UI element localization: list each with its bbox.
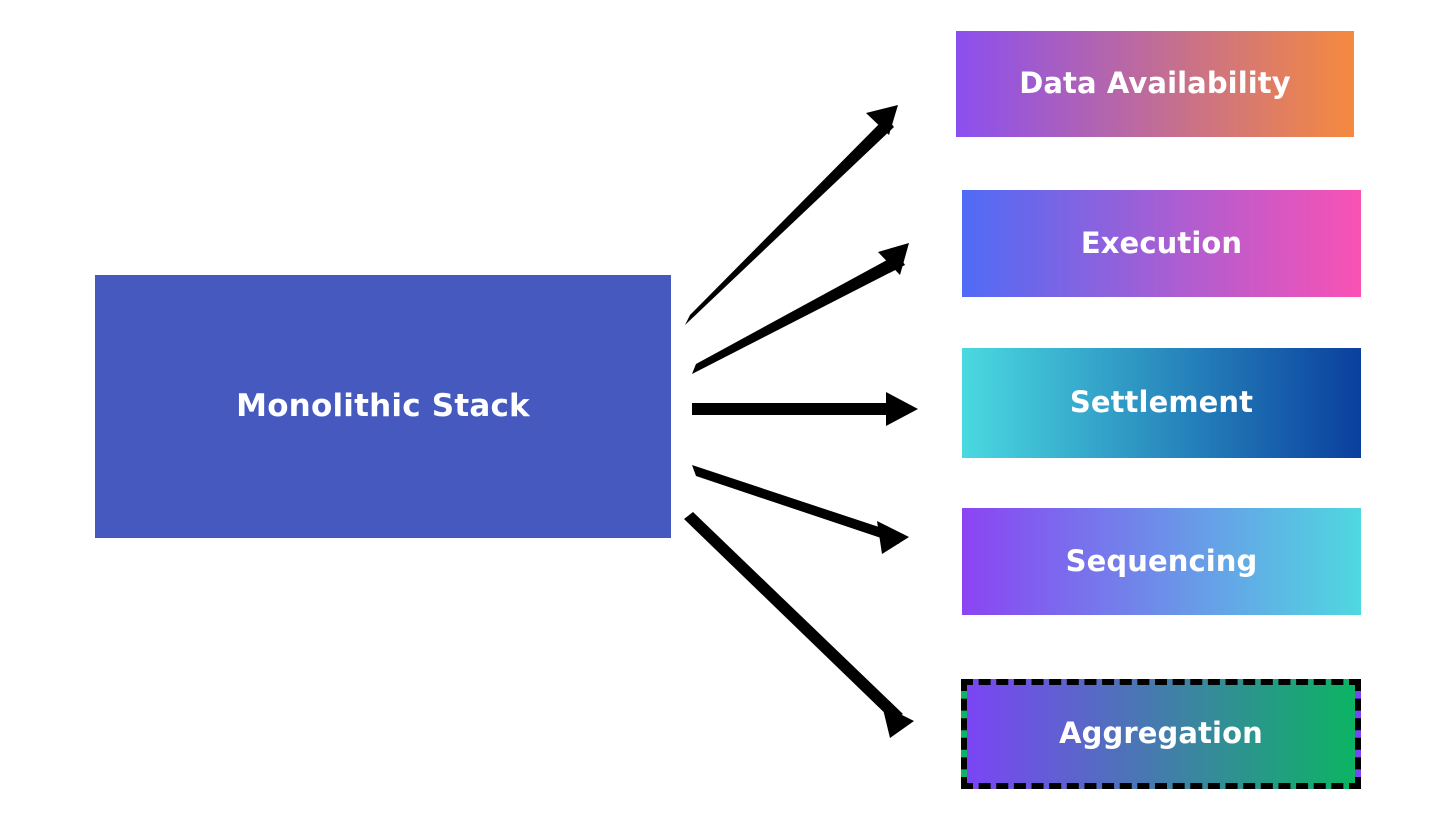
arrow-to-data-availability bbox=[685, 105, 898, 325]
target-label-data-availability: Data Availability bbox=[1019, 66, 1291, 101]
monolithic-stack-box[interactable]: Monolithic Stack bbox=[95, 275, 671, 538]
arrow-to-aggregation bbox=[684, 512, 914, 738]
target-label-settlement: Settlement bbox=[1069, 385, 1254, 420]
target-box-aggregation[interactable]: Aggregation bbox=[961, 679, 1361, 789]
target-box-execution[interactable]: Execution bbox=[962, 190, 1361, 297]
target-box-data-availability[interactable]: Data Availability bbox=[956, 31, 1354, 137]
target-label-sequencing: Sequencing bbox=[1065, 543, 1258, 578]
target-box-settlement[interactable]: Settlement bbox=[962, 348, 1361, 458]
arrow-to-settlement bbox=[692, 392, 918, 426]
target-label-aggregation: Aggregation bbox=[1059, 716, 1263, 751]
arrow-to-sequencing bbox=[692, 465, 909, 554]
target-label-execution: Execution bbox=[1080, 225, 1243, 260]
target-box-sequencing[interactable]: Sequencing bbox=[962, 508, 1361, 615]
monolithic-stack-label: Monolithic Stack bbox=[236, 388, 530, 425]
arrow-to-execution bbox=[692, 243, 909, 374]
